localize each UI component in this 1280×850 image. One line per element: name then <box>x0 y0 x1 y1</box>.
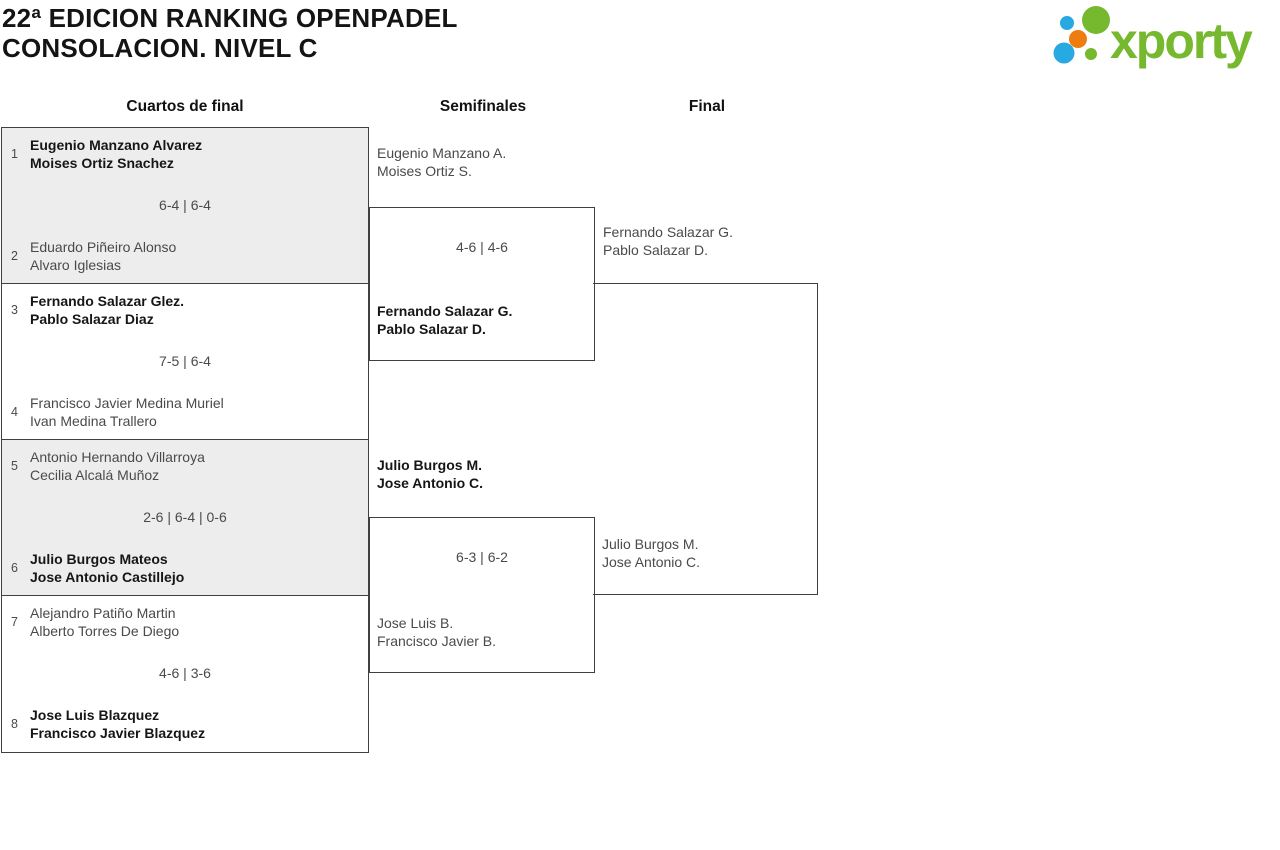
player-name: Alvaro Iglesias <box>30 257 122 273</box>
team-name: Alejandro Patiño Martin Alberto Torres D… <box>30 604 179 640</box>
logo-dot-green-small-icon <box>1085 48 1097 60</box>
seed-number: 3 <box>11 303 18 317</box>
sf-match-1: 4-6 | 4-6 Fernando Salazar G. Pablo Sala… <box>369 207 595 361</box>
player-name: Jose Antonio C. <box>602 554 701 570</box>
match-score: 6-3 | 6-2 <box>456 549 508 565</box>
player-name: Eugenio Manzano Alvarez <box>30 137 203 153</box>
team-name: Eugenio Manzano Alvarez Moises Ortiz Sna… <box>30 136 202 172</box>
match-score: 2-6 | 6-4 | 0-6 <box>143 509 227 525</box>
sf2-team-top: Julio Burgos M. Jose Antonio C. <box>377 456 483 492</box>
page-title: 22ª EDICION RANKING OPENPADEL CONSOLACIO… <box>2 3 458 63</box>
player-name: Francisco Javier Blazquez <box>30 725 206 741</box>
team-name: Francisco Javier Medina Muriel Ivan Medi… <box>30 394 224 430</box>
player-name: Alberto Torres De Diego <box>30 623 180 639</box>
qf-match-4: 7 Alejandro Patiño Martin Alberto Torres… <box>1 595 369 753</box>
page-title-line2: CONSOLACION. NIVEL C <box>2 33 318 63</box>
player-name: Pablo Salazar Diaz <box>30 311 154 327</box>
player-name: Ivan Medina Trallero <box>30 413 157 429</box>
team-entry: 5 Antonio Hernando Villarroya Cecilia Al… <box>5 448 205 484</box>
player-name: Antonio Hernando Villarroya <box>30 449 205 465</box>
player-name: Jose Antonio C. <box>377 475 484 491</box>
player-name: Cecilia Alcalá Muñoz <box>30 467 160 483</box>
team-entry: 4 Francisco Javier Medina Muriel Ivan Me… <box>5 394 224 430</box>
player-name: Jose Luis B. <box>377 615 454 631</box>
team-entry: 7 Alejandro Patiño Martin Alberto Torres… <box>5 604 179 640</box>
round-header-final: Final <box>688 98 726 115</box>
logo-dot-green-large-icon <box>1082 6 1110 34</box>
logo-dot-blue-large-icon <box>1053 42 1075 64</box>
seed-number: 1 <box>11 147 18 161</box>
team-name: Jose Luis Blazquez Francisco Javier Blaz… <box>30 706 205 742</box>
player-name: Eduardo Piñeiro Alonso <box>30 239 177 255</box>
final-team-top: Fernando Salazar G. Pablo Salazar D. <box>603 223 733 259</box>
sf-match-2: 6-3 | 6-2 Jose Luis B. Francisco Javier … <box>369 517 595 673</box>
sf1-team-bottom: Fernando Salazar G. Pablo Salazar D. <box>377 302 512 338</box>
player-name: Eugenio Manzano A. <box>377 145 507 161</box>
player-name: Fernando Salazar Glez. <box>30 293 185 309</box>
player-name: Pablo Salazar D. <box>377 321 486 337</box>
player-name: Fernando Salazar G. <box>377 303 513 319</box>
player-name: Julio Burgos M. <box>602 536 699 552</box>
player-name: Alejandro Patiño Martin <box>30 605 176 621</box>
seed-number: 6 <box>11 561 18 575</box>
team-name: Antonio Hernando Villarroya Cecilia Alca… <box>30 448 205 484</box>
team-entry: 2 Eduardo Piñeiro Alonso Alvaro Iglesias <box>5 238 176 274</box>
player-name: Moises Ortiz Snachez <box>30 155 174 171</box>
team-entry: 8 Jose Luis Blazquez Francisco Javier Bl… <box>5 706 205 742</box>
match-score: 6-4 | 6-4 <box>159 197 211 213</box>
team-name: Eduardo Piñeiro Alonso Alvaro Iglesias <box>30 238 176 274</box>
player-name: Jose Antonio Castillejo <box>30 569 185 585</box>
player-name: Julio Burgos M. <box>377 457 482 473</box>
seed-number: 7 <box>11 615 18 629</box>
final-match: Julio Burgos M. Jose Antonio C. <box>593 283 818 595</box>
sf2-team-bottom: Jose Luis B. Francisco Javier B. <box>377 614 496 650</box>
sf1-team-top: Eugenio Manzano A. Moises Ortiz S. <box>377 144 506 180</box>
player-name: Francisco Javier Medina Muriel <box>30 395 224 411</box>
match-score: 4-6 | 4-6 <box>456 239 508 255</box>
player-name: Pablo Salazar D. <box>603 242 709 258</box>
seed-number: 8 <box>11 717 18 731</box>
qf-match-1: 1 Eugenio Manzano Alvarez Moises Ortiz S… <box>1 127 369 285</box>
seed-number: 5 <box>11 459 18 473</box>
player-name: Moises Ortiz S. <box>377 163 472 179</box>
match-score: 4-6 | 3-6 <box>159 665 211 681</box>
round-header-cuartos: Cuartos de final <box>126 98 244 115</box>
round-header-semifinales: Semifinales <box>439 98 527 115</box>
team-entry: 6 Julio Burgos Mateos Jose Antonio Casti… <box>5 550 184 586</box>
player-name: Julio Burgos Mateos <box>30 551 168 567</box>
logo-wordmark: xporty <box>1110 13 1253 69</box>
seed-number: 4 <box>11 405 18 419</box>
player-name: Fernando Salazar G. <box>603 224 733 240</box>
player-name: Francisco Javier B. <box>377 633 497 649</box>
match-score: 7-5 | 6-4 <box>159 353 211 369</box>
xporty-logo[interactable]: xporty <box>1044 0 1276 72</box>
team-name: Julio Burgos Mateos Jose Antonio Castill… <box>30 550 184 586</box>
seed-number: 2 <box>11 249 18 263</box>
page-title-line1: 22ª EDICION RANKING OPENPADEL <box>2 3 458 33</box>
team-entry: 3 Fernando Salazar Glez. Pablo Salazar D… <box>5 292 184 328</box>
qf-match-3: 5 Antonio Hernando Villarroya Cecilia Al… <box>1 439 369 597</box>
logo-dot-orange-icon <box>1069 30 1087 48</box>
team-entry: 1 Eugenio Manzano Alvarez Moises Ortiz S… <box>5 136 202 172</box>
team-name: Fernando Salazar Glez. Pablo Salazar Dia… <box>30 292 184 328</box>
final-team-bottom: Julio Burgos M. Jose Antonio C. <box>602 535 700 571</box>
logo-dot-blue-small-icon <box>1060 16 1074 30</box>
qf-match-2: 3 Fernando Salazar Glez. Pablo Salazar D… <box>1 283 369 441</box>
player-name: Jose Luis Blazquez <box>30 707 160 723</box>
